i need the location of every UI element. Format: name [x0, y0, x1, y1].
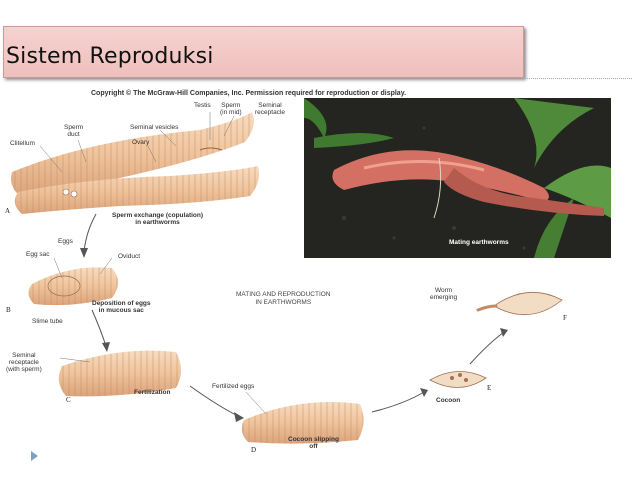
label-slime-tube: Slime tube	[32, 318, 63, 325]
letter-a: A	[5, 207, 10, 215]
label-eggs: Eggs	[58, 238, 73, 245]
stage-f-cocoon	[478, 292, 562, 314]
label-deposition: Deposition of eggs in mucous sac	[92, 300, 151, 314]
photo-caption: Mating earthworms	[449, 239, 509, 246]
bullet-icon	[31, 451, 38, 461]
figure-caption: MATING AND REPRODUCTION IN EARTHWORMS	[236, 291, 331, 307]
label-cocoon: Cocoon	[436, 397, 460, 404]
label-cocoon-slipping: Cocoon slipping off	[288, 436, 339, 450]
label-worm-emerging: Worm emerging	[430, 287, 457, 301]
label-fertilized-eggs: Fertilized eggs	[212, 383, 254, 390]
letter-e: E	[487, 384, 491, 392]
label-clitellum: Clitellum	[10, 140, 35, 147]
label-sperm-in-mid: Sperm (in mid)	[220, 102, 242, 116]
stage-e-cocoon	[430, 371, 486, 387]
label-oviduct: Oviduct	[118, 253, 140, 260]
mating-earthworms-photo	[304, 98, 611, 258]
label-egg-sac: Egg sac	[26, 251, 50, 258]
label-seminal-receptacle-sperm: Seminal receptacle (with sperm)	[6, 352, 42, 373]
label-seminal-receptacle: Seminal receptacle	[255, 102, 285, 116]
label-ovary: Ovary	[132, 139, 149, 146]
label-sperm-duct: Sperm duct	[64, 124, 83, 138]
label-fertilization: Fertilization	[134, 389, 170, 396]
label-sperm-exchange: Sperm exchange (copulation) in earthworm…	[112, 212, 203, 226]
label-seminal-vesicles: Seminal vesicles	[130, 124, 178, 131]
letter-b: B	[6, 306, 11, 314]
letter-d: D	[251, 446, 256, 454]
letter-c: C	[66, 396, 71, 404]
photo-drawing	[304, 98, 611, 258]
label-testis: Testis	[194, 102, 211, 109]
letter-f: F	[563, 314, 567, 322]
